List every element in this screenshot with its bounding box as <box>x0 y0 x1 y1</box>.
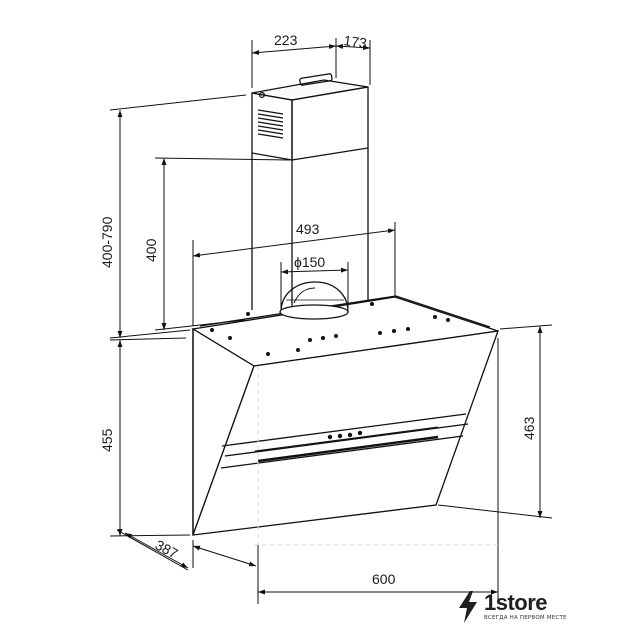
chimney <box>251 73 369 312</box>
dim-hood-depth: 387 <box>153 537 181 562</box>
dim-glass-height: 463 <box>521 416 537 440</box>
dim-duct-diameter: ϕ150 <box>294 254 325 270</box>
brand-name: 1store <box>484 590 548 615</box>
dimension-lines <box>109 38 553 604</box>
brand-logo: 1store ВСЕГДА НА ПЕРВОМ МЕСТЕ <box>456 590 576 630</box>
dim-chimney-inner-height: 400 <box>143 238 159 262</box>
control-strip <box>220 413 469 469</box>
dim-chimney-depth: 173 <box>343 32 369 51</box>
dim-hood-width: 600 <box>372 571 396 587</box>
dim-inner-width: 493 <box>296 221 320 237</box>
dim-chimney-height-range: 400-790 <box>99 216 115 268</box>
hood-body <box>191 295 499 536</box>
duct-collar <box>279 281 349 320</box>
dashed-guides <box>254 366 498 546</box>
control-buttons <box>327 430 363 440</box>
lightning-icon <box>459 591 477 623</box>
vent-grille <box>257 109 284 139</box>
dim-hood-height: 455 <box>99 428 115 452</box>
dim-chimney-width: 223 <box>274 32 298 48</box>
top-plate-holes <box>210 302 450 356</box>
brand-tagline: ВСЕГДА НА ПЕРВОМ МЕСТЕ <box>484 615 567 621</box>
